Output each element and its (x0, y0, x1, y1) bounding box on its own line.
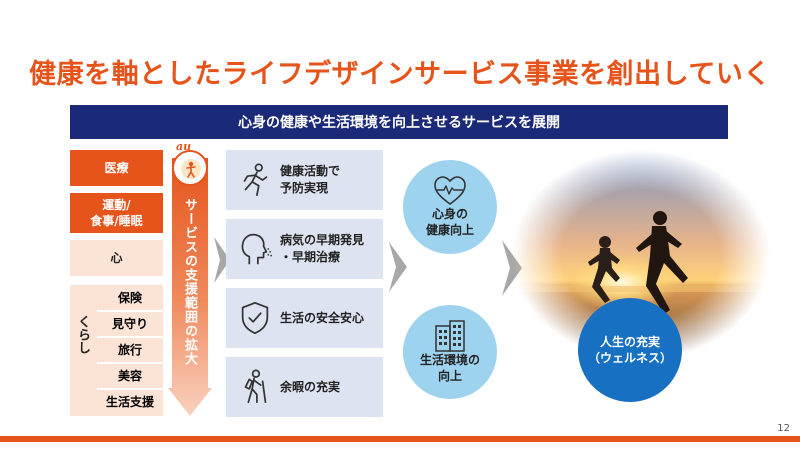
wellness-circle: 人生の充実 （ウェルネス） (578, 298, 682, 402)
service-preventive-health: 健康活動で 予防実現 (226, 150, 383, 210)
service-safety: 生活の安全安心 (226, 288, 383, 348)
outcome-line1: 心身の (431, 206, 468, 221)
expansion-label: サービスの支援範囲の拡大 (182, 198, 197, 366)
head-breathing-icon (241, 233, 273, 265)
wellness-line2: （ウェルネス） (587, 351, 672, 365)
service-leisure: 余暇の充実 (226, 357, 383, 417)
outcome-line2: 向上 (437, 369, 462, 383)
service-line1: 健康活動で (280, 164, 341, 179)
banner: 心身の健康や生活環境を向上させるサービスを展開 (70, 105, 728, 139)
expansion-arrow (168, 158, 212, 416)
service-early-detection: 病気の早期発見 ・早期治療 (226, 219, 383, 279)
au-logo: au (172, 140, 208, 186)
kurashi-item-life-support: 生活支援 (97, 391, 163, 414)
heart-pulse-icon (434, 176, 466, 205)
chevron-right-icon (389, 242, 407, 292)
outcome-line1: 生活環境の (419, 352, 480, 367)
kurashi-item-monitoring: 見守り (97, 313, 163, 338)
category-mind: 心 (70, 240, 163, 276)
kurashi-item-travel: 旅行 (97, 339, 163, 364)
shield-check-icon (241, 301, 269, 335)
hiking-person-icon (244, 369, 267, 404)
kurashi-item-insurance: 保険 (97, 287, 163, 312)
dancing-figure-icon (181, 159, 201, 179)
outcome-living-environment: 生活環境の 向上 (403, 305, 497, 399)
kurashi-item-beauty: 美容 (97, 365, 163, 390)
page-title: 健康を軸としたライフデザインサービス事業を創出していく (29, 59, 771, 90)
category-exercise-line1: 運動/ (102, 197, 131, 212)
running-person-icon (243, 163, 268, 197)
service-preventive-health-text: 健康活動で 予防実現 (280, 163, 340, 197)
service-safety-text: 生活の安全安心 (280, 310, 364, 327)
service-line2: 予防実現 (280, 181, 329, 195)
category-exercise: 運動/ 食事/睡眠 (70, 193, 163, 233)
category-medical: 医療 (70, 150, 163, 186)
outcome-line2: 健康向上 (425, 223, 474, 237)
service-leisure-text: 余暇の充実 (280, 379, 340, 396)
page-number: 12 (777, 423, 790, 434)
service-line1: 病気の早期発見 (280, 233, 365, 248)
service-line1: 生活の安全安心 (280, 310, 365, 325)
category-exercise-line2: 食事/睡眠 (90, 214, 143, 228)
au-logo-text: au (176, 140, 192, 153)
service-line1: 余暇の充実 (280, 379, 341, 394)
service-line2: ・早期治療 (280, 250, 341, 264)
outcome-mind-body-health: 心身の 健康向上 (403, 160, 497, 254)
wellness-line1: 人生の充実 (599, 334, 660, 349)
buildings-icon (435, 320, 465, 352)
chevron-right-icon (214, 237, 230, 283)
category-kurashi-label: くらし (75, 315, 90, 354)
footer-divider (0, 436, 800, 442)
service-early-detection-text: 病気の早期発見 ・早期治療 (280, 232, 364, 266)
